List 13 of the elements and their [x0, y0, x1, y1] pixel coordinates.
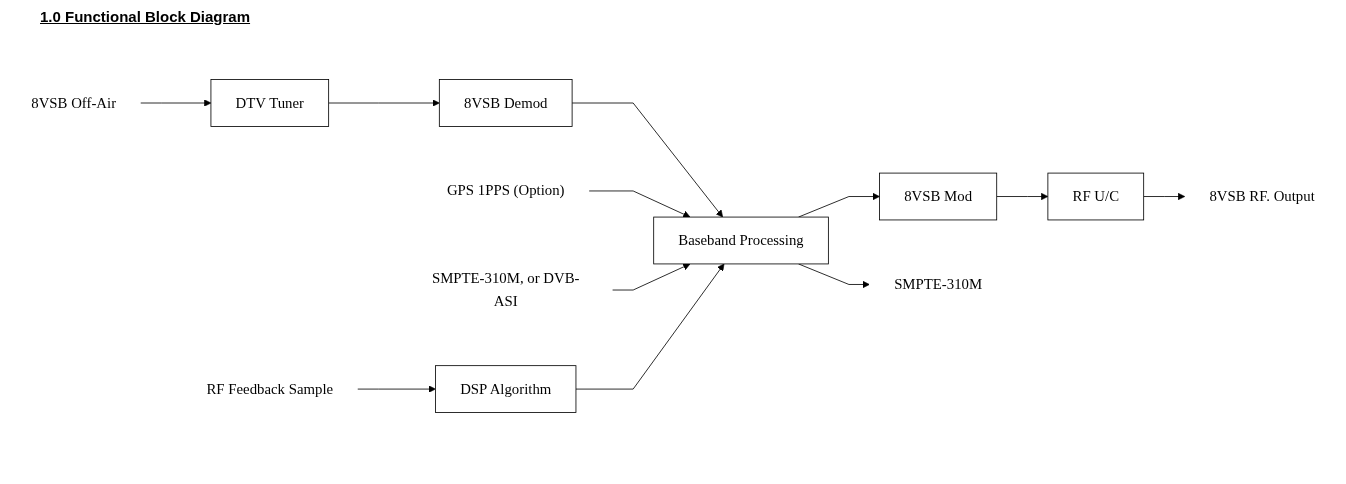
diagram-title: 1.0 Functional Block Diagram — [40, 8, 251, 25]
node-text: SMPTE-310M — [894, 275, 983, 293]
node-box: Baseband Processing — [653, 216, 829, 265]
node-box: 8VSB Mod — [879, 172, 998, 221]
node-box: RF U/C — [1047, 172, 1145, 221]
node-text: 8VSB RF. Output — [1209, 187, 1315, 205]
node-box: DTV Tuner — [210, 79, 330, 127]
node-box: 8VSB Demod — [438, 79, 573, 127]
node-box: DSP Algorithm — [435, 365, 577, 413]
node-text: 8VSB Off-Air — [31, 94, 117, 111]
node-text: RF Feedback Sample — [206, 380, 334, 397]
node-text: GPS 1PPS (Option) — [446, 182, 565, 199]
node-text: SMPTE-310M, or DVB-ASI — [431, 270, 580, 309]
